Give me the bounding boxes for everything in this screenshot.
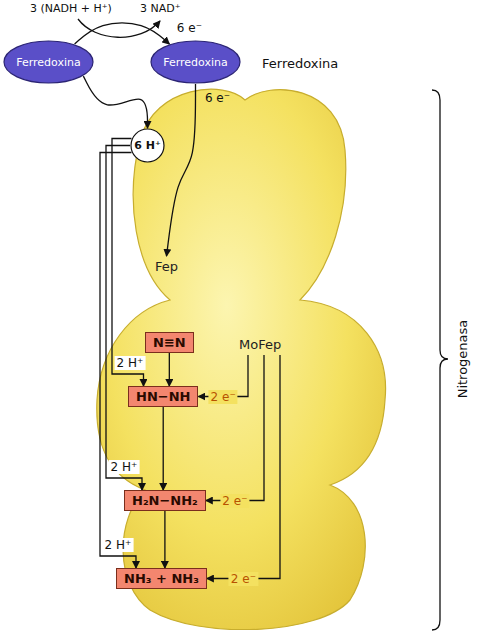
edge-label: 2 e⁻ bbox=[209, 390, 238, 404]
ferredoxin-ellipse: Ferredoxina bbox=[150, 40, 241, 84]
edge-label: 2 H⁺ bbox=[103, 538, 134, 552]
circle-shape bbox=[131, 129, 164, 162]
edge-label: 2 H⁺ bbox=[109, 460, 140, 474]
molecule-box: N≡N bbox=[145, 332, 194, 353]
node-text: 6 H⁺ bbox=[134, 139, 161, 152]
free-label: Ferredoxina bbox=[262, 56, 338, 71]
ferredoxin-ellipse: Ferredoxina bbox=[3, 40, 94, 84]
reaction-arrow bbox=[164, 511, 165, 568]
mofe-protein: MoFep bbox=[236, 334, 284, 355]
ellipse-shape bbox=[151, 41, 240, 83]
nitrogenase-body bbox=[97, 89, 386, 629]
edge-label: 2 e⁻ bbox=[220, 494, 249, 508]
node-text: NH₃ + NH₃ bbox=[124, 571, 199, 586]
node-text: Ferredoxina bbox=[163, 56, 228, 69]
edge-label: 2 H⁺ bbox=[115, 356, 146, 370]
molecule-box: NH₃ + NH₃ bbox=[116, 568, 207, 589]
node-text: H₂N−NH₂ bbox=[132, 493, 198, 508]
node-text: N≡N bbox=[153, 335, 186, 350]
molecule-box: HN−NH bbox=[128, 386, 198, 407]
edge-label: 2 e⁻ bbox=[229, 572, 258, 586]
fe-protein: Fep bbox=[152, 256, 181, 277]
molecule-box: H₂N−NH₂ bbox=[124, 490, 206, 511]
free-label: 3 NAD⁺ bbox=[140, 2, 181, 15]
reaction-arrow bbox=[83, 76, 147, 128]
reaction-arrow bbox=[75, 23, 170, 44]
node-text: Fep bbox=[155, 259, 178, 274]
ellipse-shape bbox=[4, 41, 93, 83]
reaction-arrow bbox=[163, 407, 164, 490]
free-label: 3 (NADH + H⁺) bbox=[30, 2, 112, 15]
node-text: Nitrogenasa bbox=[455, 320, 470, 399]
node-text: HN−NH bbox=[136, 389, 190, 404]
node-text: Ferredoxina bbox=[16, 56, 81, 69]
reaction-arrow bbox=[169, 353, 170, 386]
edge-label: 6 e⁻ bbox=[175, 21, 204, 35]
proton-circle: 6 H⁺ bbox=[130, 128, 165, 163]
edge-label: 6 e⁻ bbox=[203, 91, 232, 105]
node-text: MoFep bbox=[239, 337, 281, 352]
nitrogenase-bracket bbox=[432, 90, 448, 630]
